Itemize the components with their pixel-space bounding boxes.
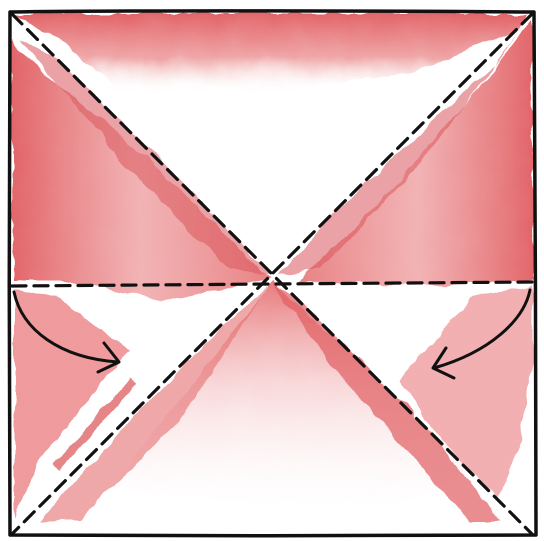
origami-diagram	[0, 0, 544, 541]
origami-diagram-canvas	[0, 0, 544, 541]
